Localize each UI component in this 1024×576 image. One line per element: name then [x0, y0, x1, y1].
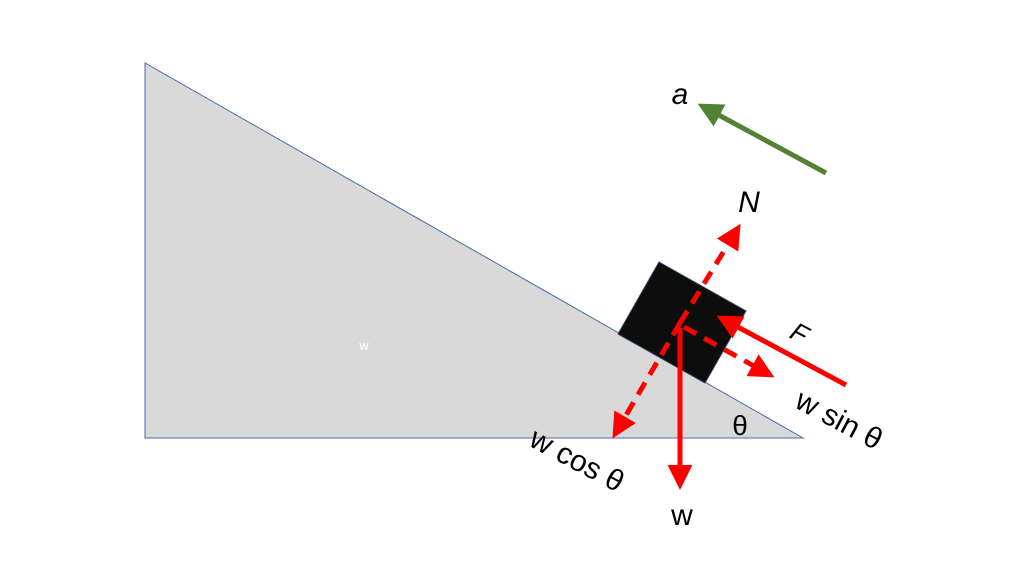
- parallel-component-label: w sin θ: [789, 383, 888, 456]
- angle-label: θ: [732, 410, 748, 441]
- normal-force-arrow: [677, 223, 741, 325]
- parallel-component-arrow: [682, 324, 775, 378]
- acceleration-arrow: [697, 103, 828, 176]
- acceleration-label: a: [672, 78, 689, 111]
- friction-arrow: [716, 315, 848, 388]
- incline-mark: w: [358, 338, 369, 353]
- weight-label: w: [670, 499, 693, 532]
- friction-label: F: [785, 316, 815, 351]
- normal-force-label: N: [738, 186, 760, 219]
